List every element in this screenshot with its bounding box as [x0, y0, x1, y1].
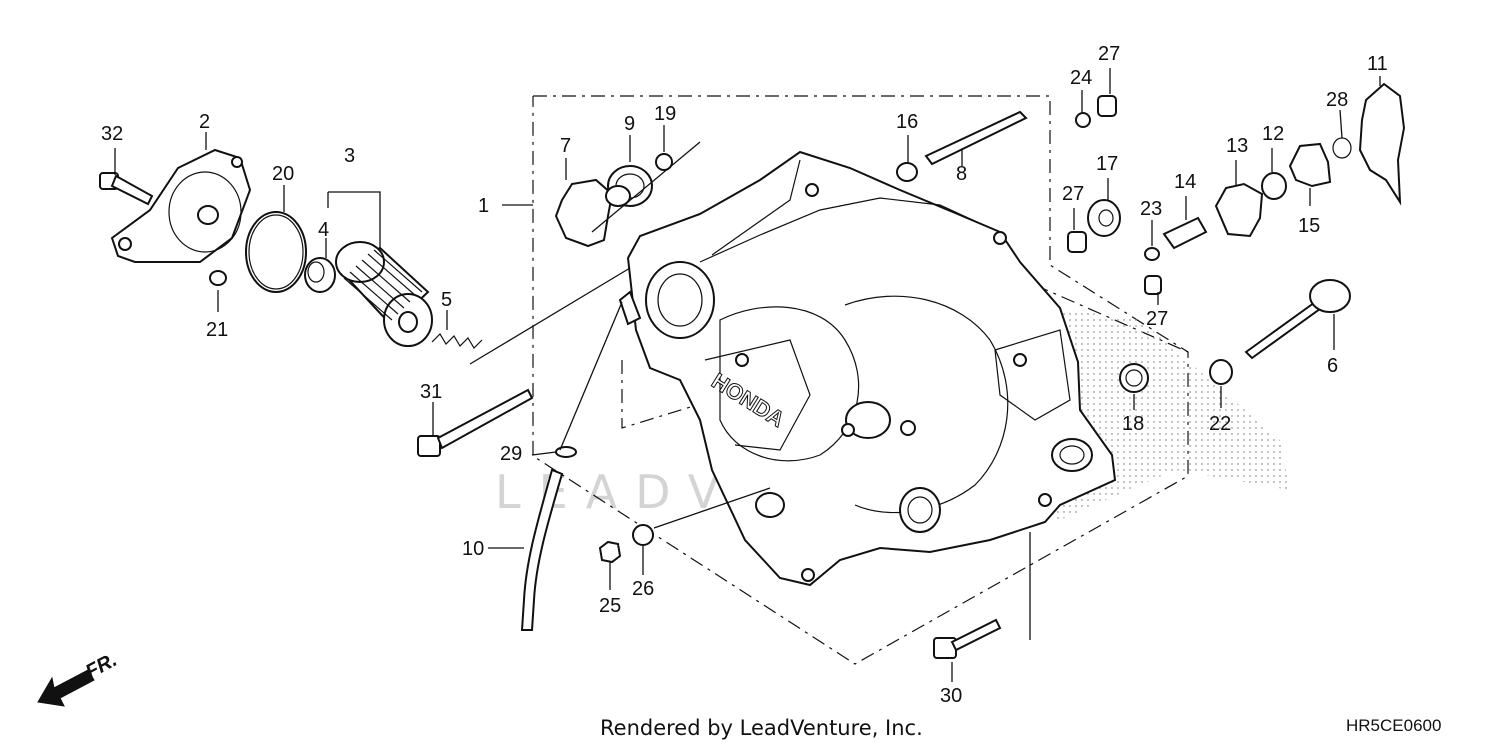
gear-9: [605, 165, 653, 207]
crankcase-cover: HONDA: [626, 150, 1290, 587]
callout-22: 22: [1209, 413, 1231, 435]
callout-19: 19: [654, 103, 676, 125]
bolt-32: [99, 172, 154, 206]
front-direction-arrow-icon: [37, 669, 95, 707]
render-credit: Rendered by LeadVenture, Inc.: [600, 716, 923, 740]
callout-25: 25: [599, 595, 621, 617]
callout-27-top: 27: [1098, 43, 1120, 65]
dowel-27a: [1097, 95, 1117, 117]
shaft-8: [924, 110, 1028, 166]
dowel-27b: [1067, 231, 1087, 253]
callout-14: 14: [1174, 171, 1196, 193]
callout-9: 9: [624, 113, 635, 135]
bearing-17: [1087, 199, 1121, 237]
callout-28: 28: [1326, 89, 1348, 111]
plate-7: [554, 178, 614, 248]
callout-1: 1: [478, 195, 489, 217]
hose-10: [520, 468, 564, 631]
callout-18: 18: [1122, 413, 1144, 435]
clip-29: [555, 446, 577, 458]
callout-26: 26: [632, 578, 654, 600]
diagram-code: HR5CE0600: [1346, 716, 1442, 735]
callout-29: 29: [500, 443, 522, 465]
callout-21: 21: [206, 319, 228, 341]
callout-4: 4: [318, 219, 329, 241]
cover-15: [1288, 142, 1332, 188]
callout-30: 30: [940, 685, 962, 707]
dipstick-6: [1244, 279, 1351, 360]
bracket-11: [1358, 82, 1406, 206]
bearing-18: [1119, 363, 1149, 393]
callout-10: 10: [462, 538, 484, 560]
callout-17: 17: [1096, 153, 1118, 175]
bolt-31: [417, 388, 534, 457]
washer-24: [1075, 112, 1091, 128]
bolt-30: [933, 618, 1002, 659]
o-ring-22: [1209, 359, 1233, 385]
leader-lines: [114, 68, 1381, 682]
callout-6: 6: [1327, 355, 1338, 377]
o-ring-20-inner: [248, 214, 304, 290]
callout-27-mid: 27: [1062, 183, 1084, 205]
callout-11: 11: [1367, 53, 1388, 75]
clip-28: [1332, 137, 1352, 159]
callout-7: 7: [560, 135, 571, 157]
nut-25: [598, 540, 622, 564]
washer-19: [655, 153, 673, 171]
o-ring-20: [245, 211, 307, 293]
washer-21: [209, 270, 227, 286]
dowel-27c: [1144, 275, 1162, 295]
callout-31: 31: [420, 381, 442, 403]
callout-20: 20: [272, 163, 294, 185]
callout-12: 12: [1262, 123, 1284, 145]
washer-26: [632, 524, 654, 546]
washer-23: [1144, 247, 1160, 261]
callout-15: 15: [1298, 215, 1320, 237]
seal-4: [304, 257, 336, 293]
fitting-14: [1162, 216, 1208, 250]
spring-5: [431, 333, 483, 349]
breather-pipe: [618, 290, 642, 326]
oil-filter-cover: [110, 148, 252, 263]
callout-23: 23: [1140, 198, 1162, 220]
callout-5: 5: [441, 289, 452, 311]
callout-32: 32: [101, 123, 123, 145]
oil-filter-3: [335, 241, 433, 347]
callout-2: 2: [199, 111, 210, 133]
callout-16: 16: [896, 111, 918, 133]
rotor-13: [1214, 182, 1264, 238]
callout-24: 24: [1070, 67, 1092, 89]
callout-labels: 1 2 3 4 5 6 7 8 9 10 11 12 13 14 15 16 1…: [101, 43, 1388, 707]
seal-12: [1261, 172, 1287, 200]
callout-8: 8: [956, 163, 967, 185]
washer-16: [896, 162, 918, 182]
callout-13: 13: [1226, 135, 1248, 157]
callout-3: 3: [344, 145, 355, 167]
callout-27-low: 27: [1146, 308, 1168, 330]
boundary-inner-a: [621, 360, 721, 429]
